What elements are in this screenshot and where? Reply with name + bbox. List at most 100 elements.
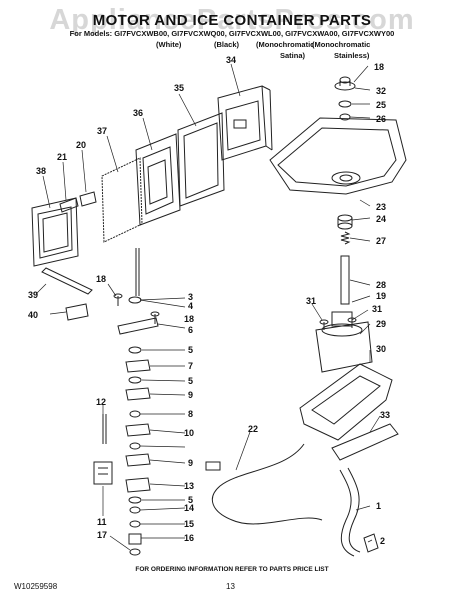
part-31-screw-drawing: [319, 317, 357, 330]
callout-29: 29: [376, 319, 386, 329]
part-27-spring-drawing: [340, 231, 351, 245]
callout-25: 25: [376, 100, 386, 110]
part-13-cam-drawing: [125, 477, 151, 493]
part-30-bracket-drawing: [299, 363, 393, 441]
callout-6: 6: [188, 325, 193, 335]
part-32-cap-drawing: [334, 76, 356, 91]
part-22-harness-drawing: [205, 443, 323, 525]
part-9a-cam-drawing: [125, 387, 151, 401]
part-36-frame-drawing: [135, 133, 181, 226]
callout-21: 21: [57, 152, 67, 162]
callout-26: 26: [376, 114, 386, 124]
part-11-block-drawing: [93, 461, 113, 485]
diagram-title: MOTOR AND ICE CONTAINER PARTS: [92, 12, 372, 29]
callout-35: 35: [174, 83, 184, 93]
callout-40: 40: [28, 310, 38, 320]
page-number: 13: [226, 582, 235, 591]
model-list: For Models: GI7FVCXWB00, GI7FVCXWQ00, GI…: [69, 29, 395, 38]
part-17-washer-drawing: [129, 548, 141, 556]
part-10-cam-drawing: [125, 423, 151, 437]
callout-18-top: 18: [374, 62, 384, 72]
part-38-door-drawing: [31, 197, 79, 267]
part-1-tube-drawing: [339, 467, 361, 557]
part-21-bracket-drawing: [59, 197, 79, 213]
callout-18-mid: 18: [184, 314, 194, 324]
part-7-cam-drawing: [125, 359, 151, 373]
callout-30: 30: [376, 344, 386, 354]
callout-20: 20: [76, 140, 86, 150]
callout-3: 3: [188, 292, 193, 302]
part-35-gasket-drawing: [177, 112, 225, 207]
callout-38: 38: [36, 166, 46, 176]
callout-7: 7: [188, 361, 193, 371]
callout-37: 37: [97, 126, 107, 136]
part-6-gear-drawing: [117, 317, 159, 335]
part-34-housing-drawing: [217, 85, 273, 161]
callout-labels: 34 35 36 37 38 21 20 18 32 25 26 23 24 2…: [28, 55, 390, 546]
variant-mono-satina: (Monochromatic: [256, 40, 315, 49]
part-16-nut-drawing: [128, 533, 142, 545]
callout-31-right: 31: [372, 304, 382, 314]
callout-33: 33: [380, 410, 390, 420]
variant-mono-satina-sub: Satina): [280, 51, 306, 60]
variant-mono-stainless: (Monochromatic: [312, 40, 371, 49]
part-28-shaft-drawing: [340, 255, 350, 305]
document-id: W10259598: [14, 582, 58, 591]
callout-16: 16: [184, 533, 194, 543]
part-5a-washer-drawing: [128, 346, 142, 354]
callout-27: 27: [376, 236, 386, 246]
part-25-ring-drawing: [338, 100, 352, 108]
callout-4: 4: [188, 301, 193, 311]
callout-28: 28: [376, 280, 386, 290]
callout-11: 11: [97, 517, 107, 527]
callout-31-left: 31: [306, 296, 316, 306]
part-18-screw-drawing: [113, 293, 160, 324]
part-33-mount-drawing: [331, 423, 399, 461]
callout-8: 8: [188, 409, 193, 419]
callout-5c: 5: [188, 495, 193, 505]
callout-9a: 9: [188, 390, 193, 400]
variant-mono-stainless-sub: Stainless): [334, 51, 370, 60]
part-14-washer-drawing: [129, 506, 141, 514]
part-5c-washer-drawing: [128, 496, 142, 504]
part-40-pad-drawing: [65, 303, 89, 321]
part-23-housing-drawing: [269, 117, 407, 195]
part-20-bracket-drawing: [79, 191, 97, 207]
part-24-coupler-drawing: [337, 214, 353, 230]
part-39-strip-drawing: [41, 267, 93, 295]
callout-13: 13: [184, 481, 194, 491]
part-12-pin-drawing: [102, 414, 107, 444]
part-8b-washer-drawing: [129, 442, 141, 450]
variant-black: (Black): [214, 40, 240, 49]
callout-15: 15: [184, 519, 194, 529]
callout-10: 10: [184, 428, 194, 438]
part-3-rod-drawing: [135, 248, 140, 296]
callout-24: 24: [376, 214, 386, 224]
callout-23: 23: [376, 202, 386, 212]
ordering-note: FOR ORDERING INFORMATION REFER TO PARTS …: [135, 566, 329, 573]
part-4-washer-drawing: [128, 296, 142, 304]
callout-17: 17: [97, 530, 107, 540]
part-29-motor-drawing: [315, 311, 373, 373]
callout-1: 1: [376, 501, 381, 511]
callout-12: 12: [96, 397, 106, 407]
callout-19: 19: [376, 291, 386, 301]
part-15-washer-drawing: [129, 520, 141, 528]
part-2-clip-drawing: [363, 533, 379, 553]
callout-39: 39: [28, 290, 38, 300]
callout-9b: 9: [188, 458, 193, 468]
part-5b-washer-drawing: [128, 376, 142, 384]
part-9b-cam-drawing: [125, 453, 151, 467]
callout-32: 32: [376, 86, 386, 96]
callout-14: 14: [184, 503, 194, 513]
callout-36: 36: [133, 108, 143, 118]
leader-lines: [35, 63, 381, 551]
callout-2: 2: [380, 536, 385, 546]
part-8-washer-drawing: [129, 410, 141, 418]
watermark: AppliancePartsPros.com: [49, 4, 415, 36]
callout-5b: 5: [188, 376, 193, 386]
callout-22: 22: [248, 424, 258, 434]
callout-34: 34: [226, 55, 236, 65]
